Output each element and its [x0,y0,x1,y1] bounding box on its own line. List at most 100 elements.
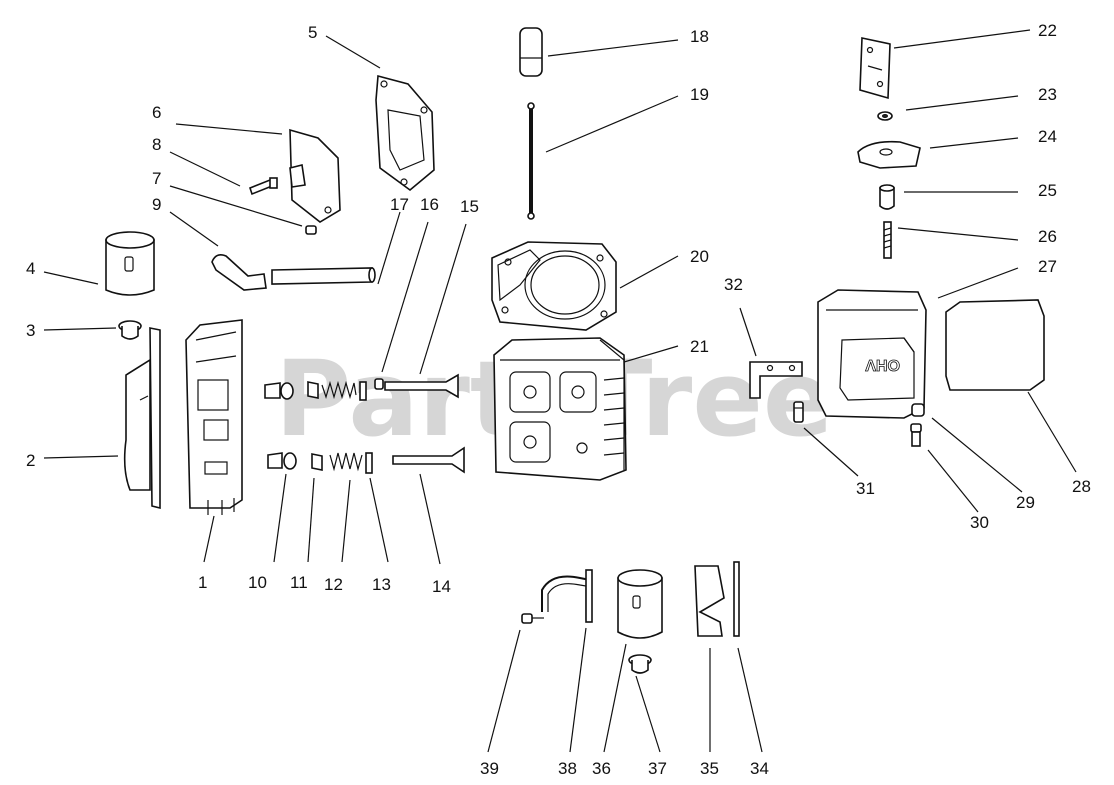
part-7-screw[interactable] [305,225,317,235]
part-38-strap[interactable] [541,569,593,623]
leader-1 [203,515,215,563]
leader-22 [893,29,1031,49]
leader-14 [419,473,441,565]
part-4-canister[interactable] [105,231,155,296]
callout-38[interactable]: 38 [558,759,577,778]
callout-31[interactable]: 31 [856,479,875,498]
callout-13[interactable]: 13 [372,575,391,594]
callout-28[interactable]: 28 [1072,477,1091,496]
callout-10[interactable]: 10 [248,573,267,592]
callout-20[interactable]: 20 [690,247,709,266]
callout-2[interactable]: 2 [26,451,35,470]
part-36-canister[interactable] [617,569,663,639]
part-2-cover[interactable] [123,327,161,510]
leader-18 [547,39,679,57]
callout-24[interactable]: 24 [1038,127,1057,146]
part-17-hose[interactable] [271,267,376,285]
callout-6[interactable]: 6 [152,103,161,122]
callout-7[interactable]: 7 [152,169,161,188]
part-35-shield[interactable] [694,565,725,637]
part-12-valve-spring[interactable] [321,380,363,472]
part-19-push-rod[interactable] [527,102,535,220]
callout-12[interactable]: 12 [324,575,343,594]
callout-29[interactable]: 29 [1016,493,1035,512]
callout-8[interactable]: 8 [152,135,161,154]
part-28-cover-gasket[interactable] [945,299,1045,391]
leader-34 [737,647,763,753]
part-24-rocker-arm[interactable] [857,140,921,169]
callout-39[interactable]: 39 [480,759,499,778]
callout-37[interactable]: 37 [648,759,667,778]
part-15-valve[interactable] [384,373,459,399]
part-32-bracket[interactable] [749,361,803,399]
callout-3[interactable]: 3 [26,321,35,340]
leader-26 [897,227,1019,241]
callout-15[interactable]: 15 [460,197,479,216]
callout-19[interactable]: 19 [690,85,709,104]
part-13-keeper[interactable] [359,381,373,474]
leader-24 [929,137,1019,149]
callout-35[interactable]: 35 [700,759,719,778]
part-26-stud[interactable] [883,221,892,259]
callout-1[interactable]: 1 [198,573,207,592]
leader-31 [803,427,859,477]
part-20-head-gasket[interactable] [491,241,617,331]
leader-23 [905,95,1019,111]
callout-16[interactable]: 16 [420,195,439,214]
part-22-plate[interactable] [859,37,891,100]
leader-13 [369,477,389,563]
part-18-tappet[interactable] [519,27,543,77]
callout-30[interactable]: 30 [970,513,989,532]
leader-28 [1027,391,1077,473]
leader-27 [937,267,1019,299]
callout-17[interactable]: 17 [390,195,409,214]
part-10-retainer[interactable] [264,382,297,470]
callout-labels: 5 6 8 7 9 4 3 2 1 10 11 12 13 14 17 16 1… [26,21,1091,778]
callout-34[interactable]: 34 [750,759,769,778]
part-9-elbow-hose[interactable] [211,254,267,291]
leader-8 [169,151,241,187]
callout-5[interactable]: 5 [308,23,317,42]
part-34-strip[interactable] [733,561,740,637]
part-39-screw[interactable] [521,613,544,624]
leader-38 [569,627,587,753]
part-29-grommet[interactable] [911,403,925,417]
part-30-screw[interactable] [910,423,922,447]
callout-21[interactable]: 21 [690,337,709,356]
leader-7 [169,185,303,227]
leader-6 [175,123,283,135]
callout-9[interactable]: 9 [152,195,161,214]
callout-26[interactable]: 26 [1038,227,1057,246]
callout-4[interactable]: 4 [26,259,35,278]
part-21-cylinder-head[interactable] [493,337,627,481]
leader-2 [43,455,119,459]
part-1-head-block[interactable] [185,319,243,515]
callout-32[interactable]: 32 [724,275,743,294]
callout-22[interactable]: 22 [1038,21,1057,40]
part-23-washer[interactable] [877,111,893,121]
part-8-screw[interactable] [249,177,278,196]
callout-18[interactable]: 18 [690,27,709,46]
callout-14[interactable]: 14 [432,577,451,596]
leader-9 [169,211,219,247]
callout-23[interactable]: 23 [1038,85,1057,104]
callout-11[interactable]: 11 [290,573,308,592]
part-5-gasket[interactable] [375,74,435,192]
part-3-plug[interactable] [118,320,142,340]
callout-27[interactable]: 27 [1038,257,1057,276]
part-16-seal[interactable] [374,378,384,390]
leader-37 [635,675,661,753]
part-11-cap[interactable] [307,381,323,471]
part-14-valve[interactable] [392,446,465,474]
leader-29 [931,417,1023,493]
leader-4 [43,271,99,285]
part-27-valve-cover[interactable]: OHV [817,289,927,419]
part-6-breather-cover[interactable] [289,128,341,223]
part-25-pivot[interactable] [879,184,895,210]
part-37-plug[interactable] [628,654,652,674]
callout-36[interactable]: 36 [592,759,611,778]
leader-16 [381,221,429,373]
leader-32 [739,307,757,357]
part-31-bolt[interactable] [793,401,804,423]
callout-25[interactable]: 25 [1038,181,1057,200]
